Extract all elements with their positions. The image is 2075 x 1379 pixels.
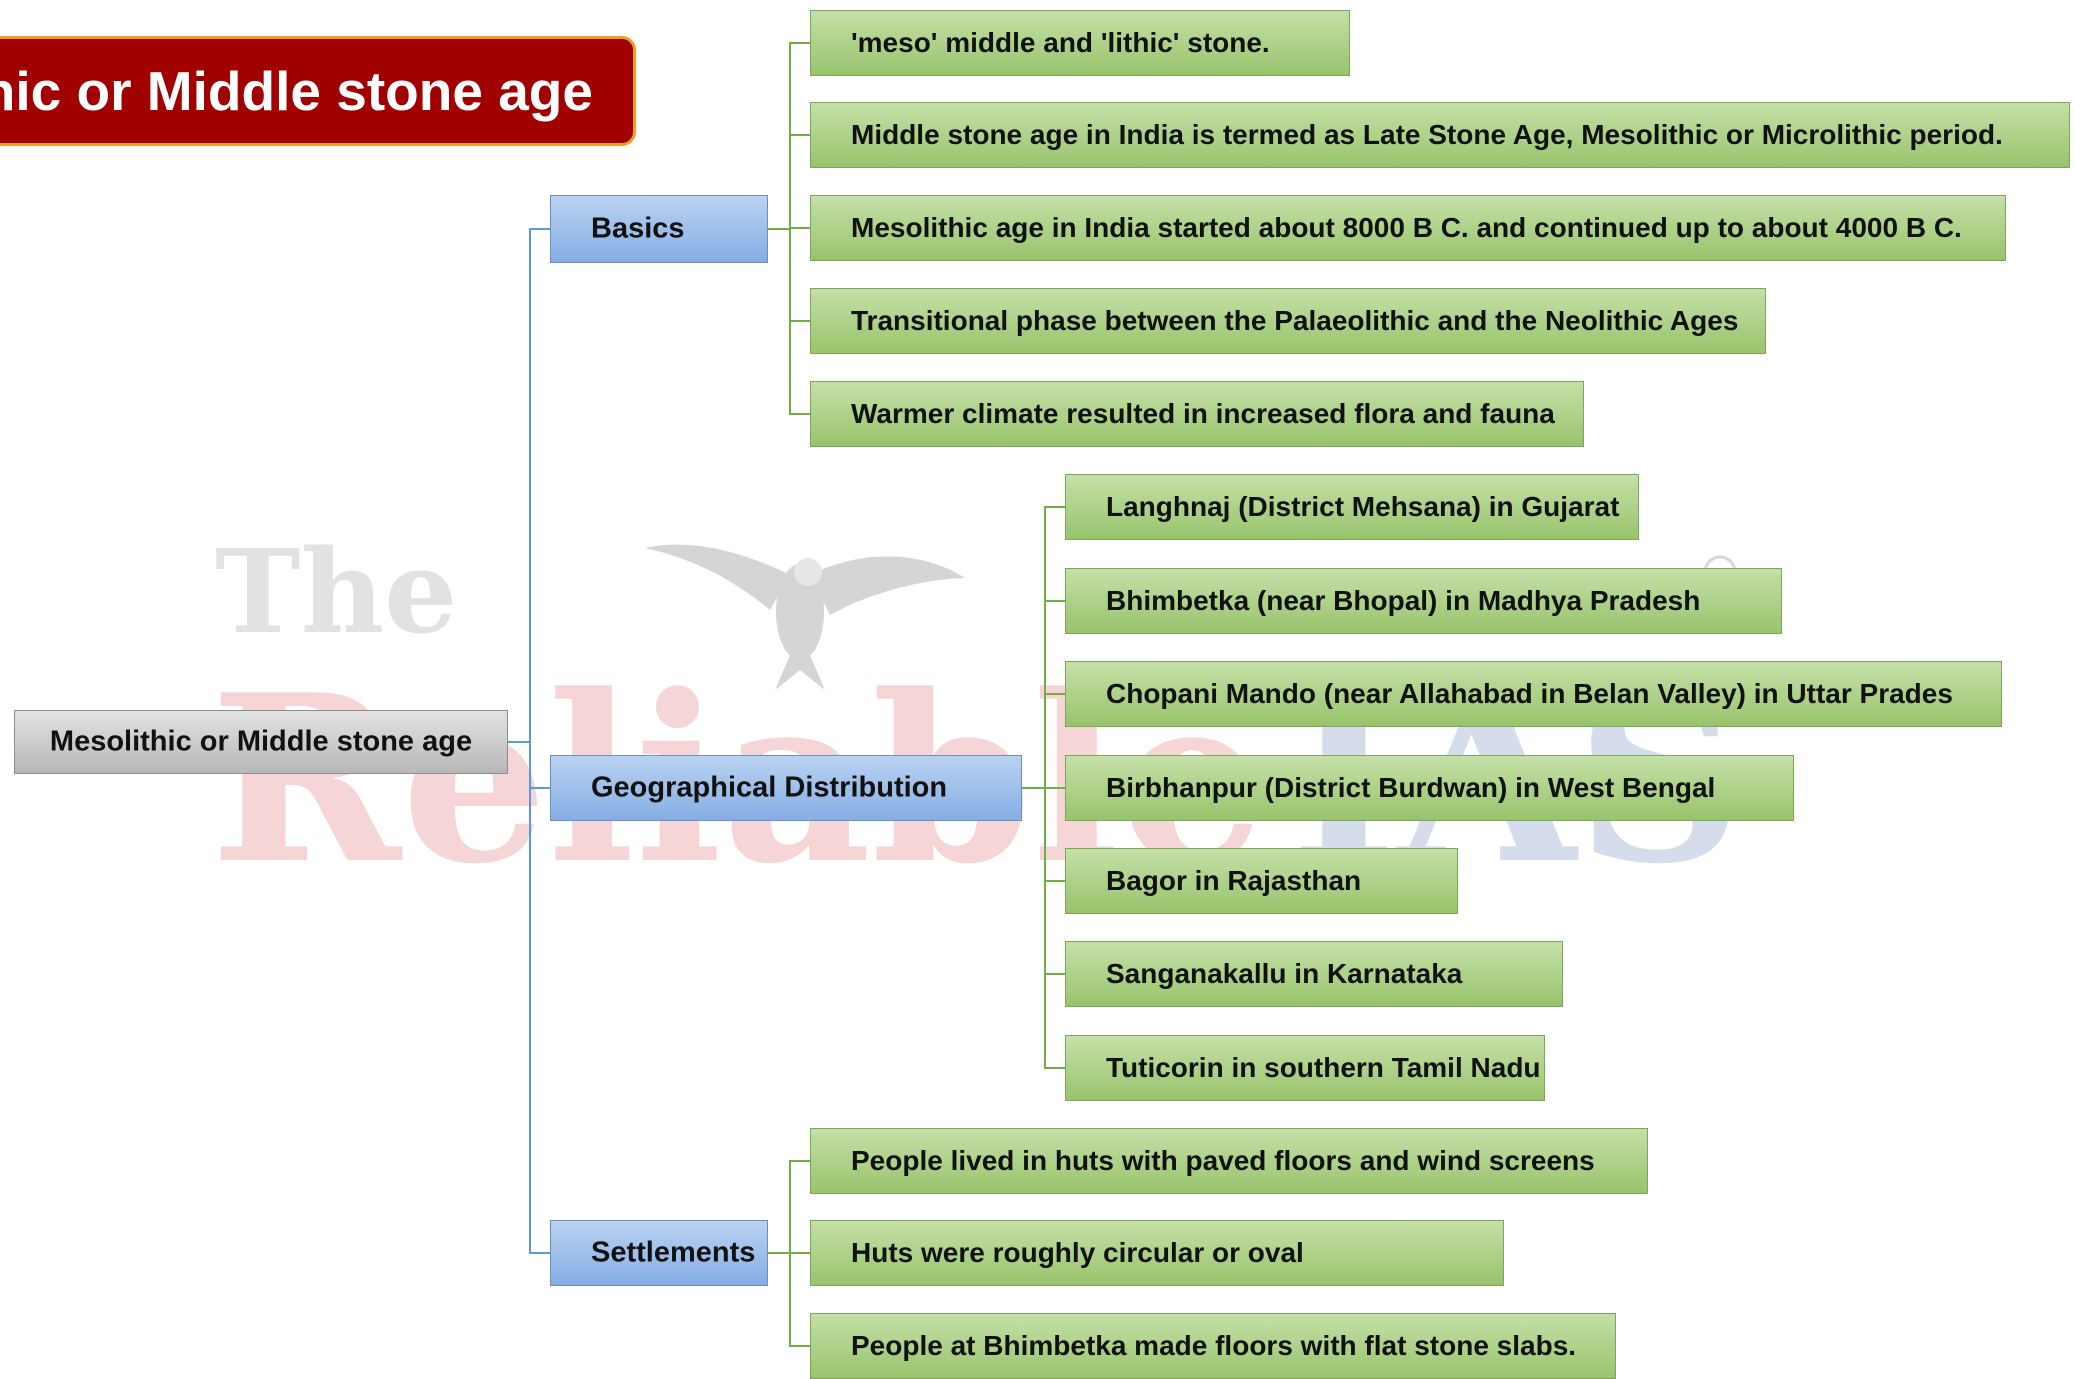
branch-connector (768, 1160, 810, 1254)
branch-connector (1022, 506, 1065, 789)
root-node-label: Mesolithic or Middle stone age (49, 725, 473, 758)
branch-connector (768, 228, 810, 322)
branch-connector (768, 42, 810, 230)
leaf-node: Birbhanpur (District Burdwan) in West Be… (1065, 755, 1794, 821)
leaf-node: Langhnaj (District Mehsana) in Gujarat (1065, 474, 1639, 540)
root-connector (508, 228, 550, 743)
leaf-node: Huts were roughly circular or oval (810, 1220, 1504, 1286)
branch-connector (1022, 787, 1065, 882)
leaf-label: Sanganakallu in Karnataka (1106, 958, 1463, 989)
category-label: Geographical Distribution (591, 771, 948, 804)
leaf-node: Middle stone age in India is termed as L… (810, 102, 2070, 168)
title-banner: hic or Middle stone age (0, 36, 636, 146)
leaf-node: Chopani Mando (near Allahabad in Belan V… (1065, 661, 2002, 727)
leaf-label: Chopani Mando (near Allahabad in Belan V… (1106, 678, 1953, 709)
leaf-label: Tuticorin in southern Tamil Nadu (1106, 1052, 1541, 1083)
category-label: Basics (591, 212, 685, 245)
branch-connector (1022, 693, 1065, 789)
root-connector (508, 741, 550, 1254)
leaf-label: Transitional phase between the Palaeolit… (851, 305, 1739, 336)
branch-connector (768, 1252, 810, 1347)
leaf-node: Tuticorin in southern Tamil Nadu (1065, 1035, 1545, 1101)
leaf-node: Transitional phase between the Palaeolit… (810, 288, 1766, 354)
branch-connector (768, 227, 810, 230)
leaf-label: People at Bhimbetka made floors with fla… (851, 1330, 1577, 1361)
leaf-label: Mesolithic age in India started about 80… (851, 212, 1962, 243)
leaf-node: Bagor in Rajasthan (1065, 848, 1458, 914)
watermark-the: The (215, 525, 457, 660)
branch-connector (1022, 787, 1065, 1069)
leaf-node: Warmer climate resulted in increased flo… (810, 381, 1584, 447)
category-label: Settlements (591, 1236, 756, 1269)
leaf-label: People lived in huts with paved floors a… (851, 1145, 1595, 1176)
branch-connector (1022, 787, 1065, 975)
leaf-node: 'meso' middle and 'lithic' stone. (810, 10, 1350, 76)
branch-connector (768, 228, 810, 415)
category-node-settlements: Settlements (550, 1220, 768, 1286)
page-title: hic or Middle stone age (0, 60, 593, 122)
root-node: Mesolithic or Middle stone age (14, 710, 508, 774)
leaf-node: People at Bhimbetka made floors with fla… (810, 1313, 1616, 1379)
leaf-label: Huts were roughly circular or oval (851, 1237, 1304, 1268)
leaf-node: Mesolithic age in India started about 80… (810, 195, 2006, 261)
leaf-label: Warmer climate resulted in increased flo… (851, 398, 1555, 429)
branch-connector (768, 134, 810, 230)
eagle-icon (645, 544, 965, 690)
leaf-label: Middle stone age in India is termed as L… (851, 119, 2003, 150)
root-connector (508, 741, 550, 789)
leaf-node: Sanganakallu in Karnataka (1065, 941, 1563, 1007)
leaf-label: Bhimbetka (near Bhopal) in Madhya Prades… (1106, 585, 1701, 616)
leaf-node: Bhimbetka (near Bhopal) in Madhya Prades… (1065, 568, 1782, 634)
category-node-geographical-distribution: Geographical Distribution (550, 755, 1022, 821)
branch-connector (1022, 600, 1065, 789)
leaf-label: Birbhanpur (District Burdwan) in West Be… (1106, 772, 1716, 803)
leaf-label: Langhnaj (District Mehsana) in Gujarat (1106, 491, 1620, 522)
leaf-label: Bagor in Rajasthan (1106, 865, 1362, 896)
leaf-node: People lived in huts with paved floors a… (810, 1128, 1648, 1194)
leaf-label: 'meso' middle and 'lithic' stone. (851, 27, 1270, 58)
category-node-basics: Basics (550, 195, 768, 263)
